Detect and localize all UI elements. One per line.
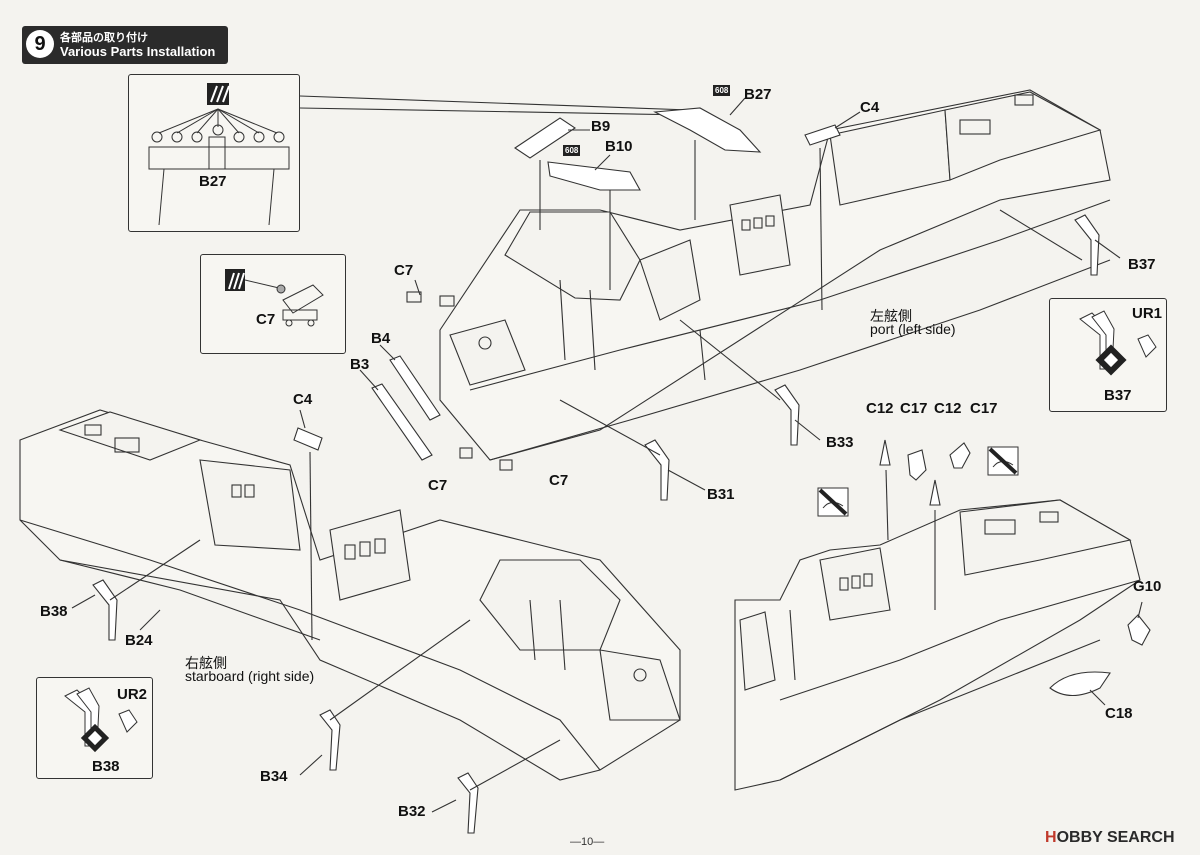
- b27-detail-drawing: [148, 83, 290, 226]
- label-c18: C18: [1105, 705, 1133, 722]
- step-number: 9: [26, 30, 54, 58]
- step-title-jp: 各部品の取り付け: [60, 32, 148, 44]
- label-b34: B34: [260, 768, 288, 785]
- starboard-label-en: starboard (right side): [185, 668, 315, 684]
- c7-detail-drawing: [225, 269, 324, 327]
- port-hull-drawing: [439, 89, 1111, 461]
- watermark-logo: HOBBY SEARCH: [1045, 829, 1175, 846]
- label-b37: B37: [1128, 256, 1156, 273]
- detail-box-ur1: UR1 B37: [1049, 298, 1167, 412]
- label-b9: B9: [591, 118, 611, 135]
- detail-box-ur2: UR2 B38: [36, 677, 153, 779]
- label-g10: G10: [1133, 578, 1162, 595]
- port-label-en: port (left side): [870, 321, 956, 337]
- port-label-jp: 左舷側: [870, 308, 912, 324]
- step-header: 9 各部品の取り付け Various Parts Installation: [22, 26, 228, 64]
- c7-detail-label: C7: [256, 311, 276, 328]
- label-b33: B33: [826, 434, 854, 451]
- starboard-label-jp: 右舷側: [185, 655, 227, 671]
- label-b27: B27: [744, 86, 772, 103]
- label-c7-a: C7: [394, 262, 414, 279]
- leader-line-b27-detail: [299, 95, 691, 111]
- step-title-en: Various Parts Installation: [60, 44, 216, 59]
- label-c12-b: C12: [934, 400, 962, 417]
- label-b10: B10: [605, 138, 633, 155]
- label-c17-b: C17: [970, 400, 998, 417]
- label-b38: B38: [40, 603, 68, 620]
- label-b24: B24: [125, 632, 153, 649]
- label-b4: B4: [371, 330, 391, 347]
- label-b32: B32: [398, 803, 426, 820]
- label-c4-left: C4: [293, 391, 313, 408]
- aft-detail-hull-drawing: [734, 499, 1141, 791]
- detail-box-c7: C7: [200, 254, 346, 354]
- ur2-label: UR2: [117, 686, 148, 703]
- label-b3: B3: [350, 356, 370, 373]
- label-c12-a: C12: [866, 400, 894, 417]
- label-b31: B31: [707, 486, 735, 503]
- ur2-detail-drawing: [64, 687, 138, 753]
- ur1-detail-drawing: [1079, 310, 1157, 376]
- label-c17-a: C17: [900, 400, 928, 417]
- label-c4-top: C4: [860, 99, 880, 116]
- starboard-hull-drawing: [19, 409, 681, 781]
- badge-608-b27: 608: [713, 85, 731, 96]
- badge-608-b10: 608: [563, 145, 581, 156]
- b27-detail-label: B27: [199, 173, 227, 190]
- detail-box-b27: B27: [128, 74, 300, 232]
- page-number: —10—: [570, 836, 605, 848]
- b37-detail-label: B37: [1104, 387, 1132, 404]
- label-c7-c: C7: [549, 472, 569, 489]
- ur1-label: UR1: [1132, 305, 1163, 322]
- label-c7-b: C7: [428, 477, 448, 494]
- b38-detail-label: B38: [92, 758, 120, 775]
